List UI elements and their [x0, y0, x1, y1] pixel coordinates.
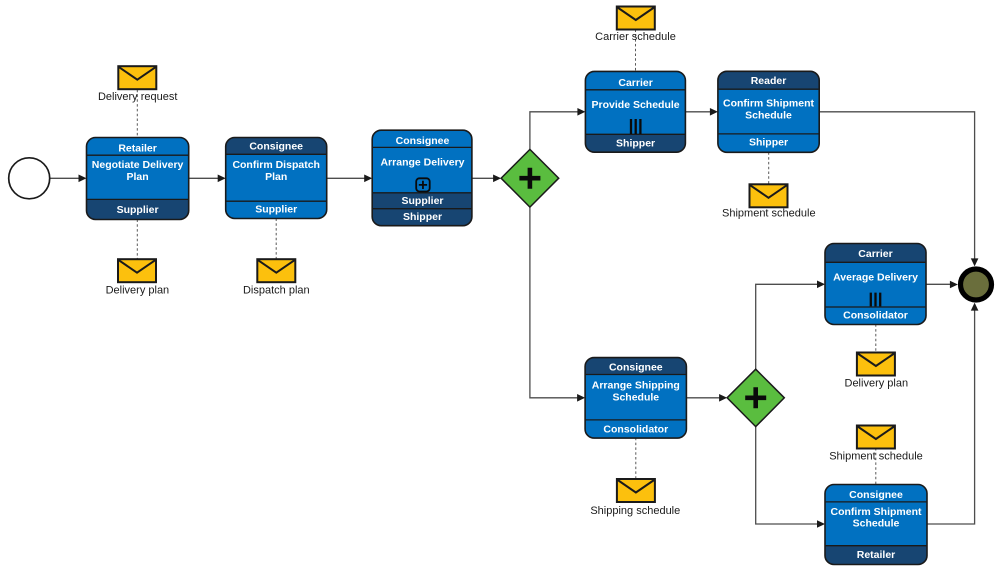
svg-text:Carrier schedule: Carrier schedule	[595, 31, 676, 43]
svg-text:Delivery plan: Delivery plan	[106, 284, 170, 296]
svg-text:Retailer: Retailer	[118, 142, 157, 154]
svg-text:Shipper: Shipper	[616, 137, 655, 149]
svg-text:Arrange Delivery: Arrange Delivery	[380, 156, 464, 168]
svg-text:Plan: Plan	[127, 171, 149, 183]
svg-text:Consolidator: Consolidator	[603, 423, 668, 435]
svg-text:Retailer: Retailer	[857, 549, 896, 561]
svg-text:Shipping schedule: Shipping schedule	[590, 505, 680, 517]
svg-text:Schedule: Schedule	[853, 518, 900, 530]
svg-text:Consignee: Consignee	[249, 140, 303, 152]
svg-text:Shipment schedule: Shipment schedule	[829, 451, 923, 463]
svg-text:Negotiate Delivery: Negotiate Delivery	[92, 159, 184, 171]
svg-text:Confirm Dispatch: Confirm Dispatch	[232, 159, 320, 171]
svg-text:Average Delivery: Average Delivery	[833, 272, 918, 284]
svg-text:Schedule: Schedule	[612, 392, 659, 404]
svg-text:Supplier: Supplier	[117, 204, 159, 216]
svg-text:Reader: Reader	[751, 75, 787, 87]
svg-text:Supplier: Supplier	[255, 204, 297, 216]
svg-text:Consolidator: Consolidator	[843, 310, 908, 322]
svg-text:Plan: Plan	[265, 171, 287, 183]
svg-text:Consignee: Consignee	[849, 489, 903, 501]
svg-text:Delivery plan: Delivery plan	[845, 378, 909, 390]
svg-text:Schedule: Schedule	[745, 109, 792, 121]
svg-text:Supplier: Supplier	[401, 195, 443, 207]
svg-text:Carrier: Carrier	[618, 77, 652, 89]
svg-text:Confirm Shipment: Confirm Shipment	[831, 506, 923, 518]
svg-text:Shipper: Shipper	[749, 137, 788, 149]
svg-text:Provide Schedule: Provide Schedule	[592, 99, 680, 111]
svg-text:Carrier: Carrier	[858, 248, 892, 260]
svg-text:Dispatch plan: Dispatch plan	[243, 284, 310, 296]
svg-text:Delivery request: Delivery request	[98, 91, 177, 103]
svg-text:Shipper: Shipper	[403, 211, 442, 223]
svg-text:Consignee: Consignee	[396, 135, 450, 147]
svg-text:Confirm Shipment: Confirm Shipment	[723, 98, 815, 110]
svg-text:Consignee: Consignee	[609, 361, 663, 373]
svg-text:Shipment schedule: Shipment schedule	[722, 208, 816, 220]
svg-text:Arrange Shipping: Arrange Shipping	[592, 380, 680, 392]
